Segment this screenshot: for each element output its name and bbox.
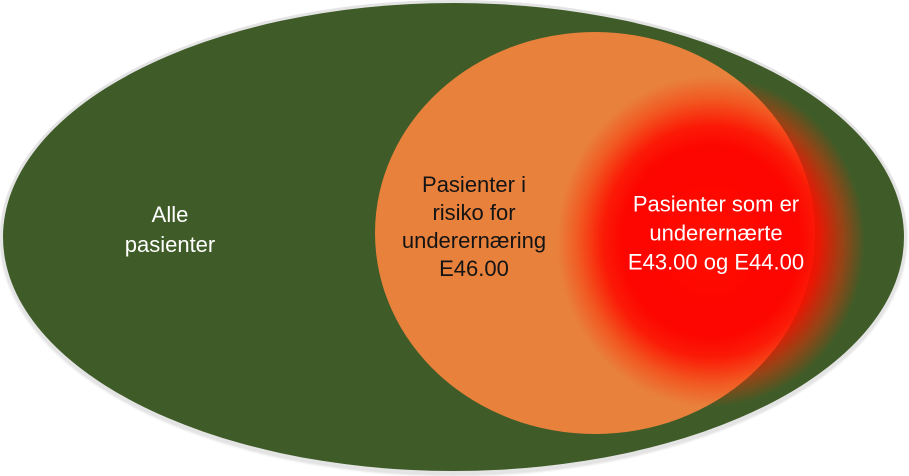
label-malnourished-line-3: E43.00 og E44.00 bbox=[627, 249, 805, 275]
ellipse-malnourished bbox=[557, 76, 865, 407]
label-malnourished: Pasienter som er underernærte E43.00 og … bbox=[628, 190, 804, 277]
label-all-patients-line-1: Alle bbox=[151, 202, 189, 227]
label-risk-line-1: Pasienter i bbox=[422, 172, 526, 197]
label-risk-line-4: E46.00 bbox=[439, 256, 509, 281]
label-malnourished-line-2: underernærte bbox=[649, 220, 783, 246]
label-risk-line-2: risiko for bbox=[432, 200, 516, 225]
label-malnourished-line-1: Pasienter som er bbox=[632, 191, 800, 217]
label-risk-of-malnutrition: Pasienter i risiko for underernæring E46… bbox=[402, 171, 546, 283]
label-risk-line-3: underernæring bbox=[401, 228, 547, 253]
label-all-patients-line-2: pasienter bbox=[124, 232, 216, 257]
label-all-patients: Alle pasienter bbox=[125, 200, 216, 260]
